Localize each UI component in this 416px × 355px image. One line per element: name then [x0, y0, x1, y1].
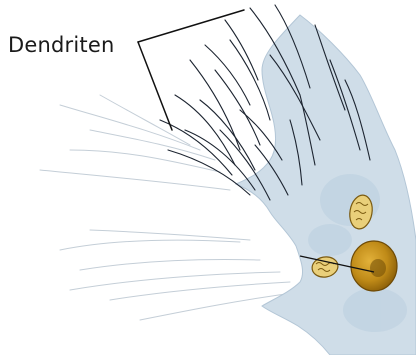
faint-dendrites: [40, 95, 300, 320]
nucleus: [351, 241, 397, 291]
dendriten-label: Dendriten: [8, 32, 114, 58]
